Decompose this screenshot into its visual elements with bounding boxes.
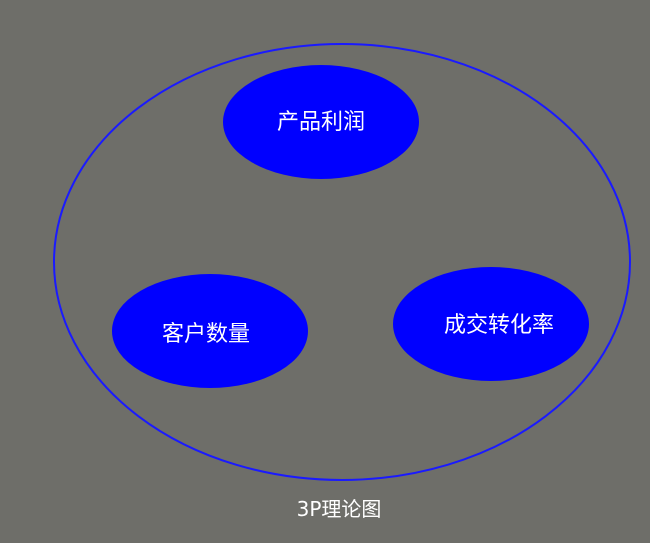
node-conversion-ellipse [393,267,589,381]
outer-ring [53,43,631,481]
node-customers-ellipse [112,274,308,388]
node-customers-label: 客户数量 [162,322,250,347]
node-conversion-label: 成交转化率 [444,313,554,338]
node-profit-ellipse [223,65,419,179]
node-profit-label: 产品利润 [277,110,365,135]
diagram-caption: 3P理论图 [297,497,382,521]
